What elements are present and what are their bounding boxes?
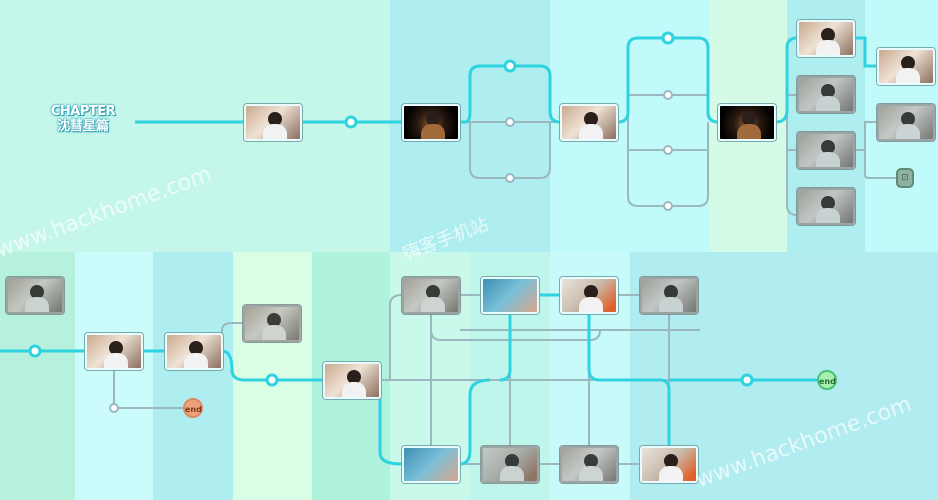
- story-node[interactable]: [797, 20, 855, 57]
- story-node-locked[interactable]: [877, 104, 935, 141]
- story-node[interactable]: [244, 104, 302, 141]
- story-node[interactable]: [877, 48, 935, 85]
- end-badge-branch[interactable]: end: [183, 398, 203, 418]
- story-node-locked[interactable]: [6, 277, 64, 314]
- story-node[interactable]: [402, 104, 460, 141]
- story-node-locked[interactable]: [797, 188, 855, 225]
- story-node-locked[interactable]: [243, 305, 301, 342]
- story-node-locked[interactable]: [481, 446, 539, 483]
- story-node[interactable]: [85, 333, 143, 370]
- story-node-locked[interactable]: [560, 446, 618, 483]
- story-node-locked[interactable]: [640, 277, 698, 314]
- chapter-label-en: CHAPTER: [50, 104, 116, 119]
- column-bg: [153, 252, 233, 500]
- story-node[interactable]: [560, 104, 618, 141]
- story-node[interactable]: [560, 277, 618, 314]
- end-badge-final[interactable]: end: [817, 370, 837, 390]
- chapter-label-cn: 沈彗星篇: [56, 119, 109, 134]
- story-node[interactable]: [165, 333, 223, 370]
- story-node[interactable]: [481, 277, 539, 314]
- story-node[interactable]: [323, 362, 381, 399]
- story-node[interactable]: [640, 446, 698, 483]
- chapter-title: CHAPTER 沈彗星篇: [46, 104, 120, 134]
- story-node[interactable]: [718, 104, 776, 141]
- story-node-locked[interactable]: [797, 76, 855, 113]
- story-node[interactable]: [402, 446, 460, 483]
- column-bg: [0, 0, 390, 252]
- story-node-locked[interactable]: [402, 277, 460, 314]
- story-node-locked[interactable]: [797, 132, 855, 169]
- lock-icon[interactable]: ⊡: [896, 168, 914, 188]
